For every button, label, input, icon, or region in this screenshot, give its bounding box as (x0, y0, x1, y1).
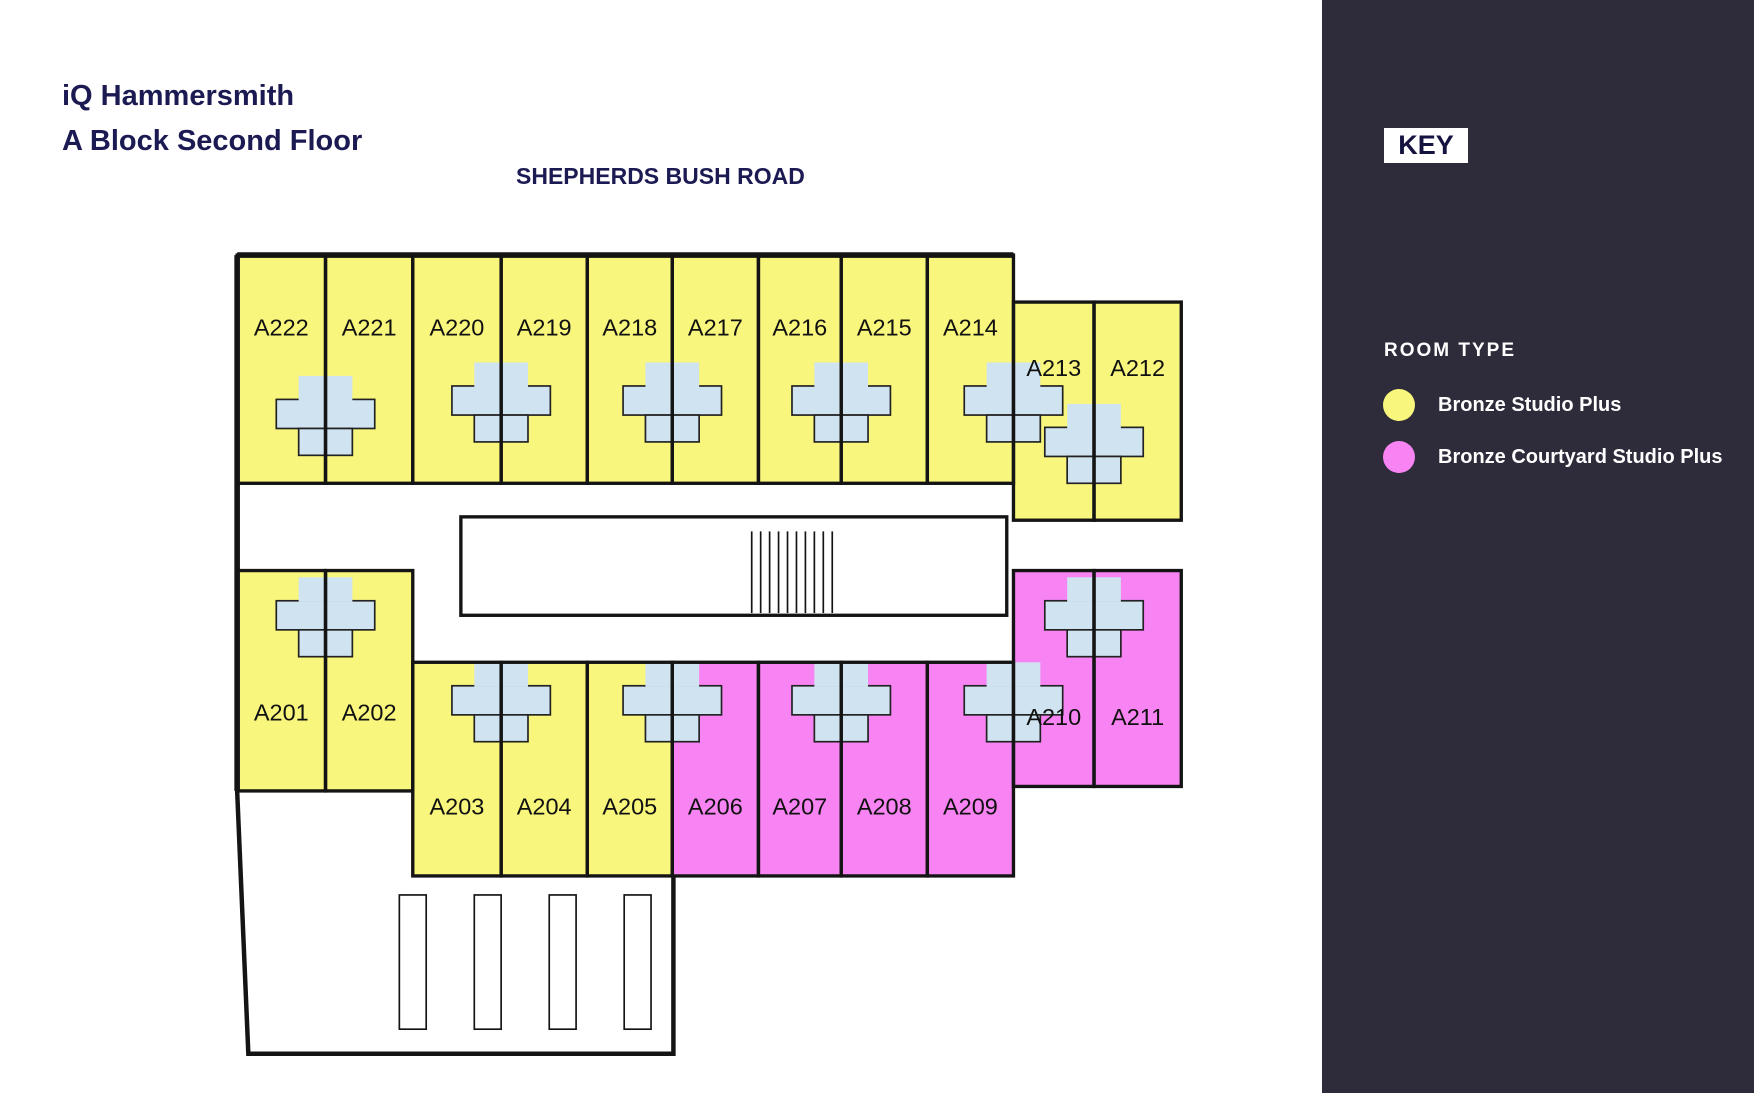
bike-rack (548, 894, 577, 1031)
room-label: A221 (342, 315, 397, 341)
room-label: A216 (772, 315, 827, 341)
room-label: A211 (1111, 704, 1164, 730)
room-label: A205 (602, 793, 657, 819)
legend-item-bronze-courtyard-studio-plus: Bronze Courtyard Studio Plus (1383, 441, 1722, 473)
room-label: A206 (688, 793, 743, 819)
bike-rack (398, 894, 428, 1031)
bike-rack (473, 894, 502, 1031)
room-label: A210 (1026, 704, 1081, 730)
key-panel: KEY ROOM TYPE Bronze Studio Plus Bronze … (1322, 0, 1754, 1093)
room-label: A203 (430, 793, 485, 819)
room-label: A222 (254, 315, 309, 341)
room-label: A213 (1026, 355, 1081, 381)
pink-dot-icon (1383, 441, 1415, 473)
room-label: A218 (602, 315, 657, 341)
legend-label: Bronze Studio Plus (1438, 393, 1622, 416)
street-label: SHEPHERDS BUSH ROAD (516, 163, 805, 189)
room-label: A209 (943, 793, 998, 819)
room-label: A207 (772, 793, 827, 819)
room-label: A217 (688, 315, 743, 341)
room-wall (1092, 568, 1183, 789)
floor-title: A Block Second Floor (62, 125, 363, 157)
bike-store-outline (234, 790, 676, 1057)
core-block (459, 515, 1009, 617)
key-heading: KEY (1384, 128, 1468, 163)
yellow-dot-icon (1383, 389, 1415, 421)
room-label: A212 (1110, 355, 1165, 381)
room-label: A219 (517, 315, 572, 341)
room-label: A208 (857, 793, 912, 819)
legend-item-bronze-studio-plus: Bronze Studio Plus (1383, 389, 1621, 421)
room-label: A215 (857, 315, 912, 341)
legend-label: Bronze Courtyard Studio Plus (1438, 445, 1723, 468)
room-label: A220 (430, 315, 485, 341)
room-label: A201 (254, 699, 309, 725)
room-wall (1092, 300, 1183, 522)
bike-rack (623, 894, 652, 1031)
building-title: iQ Hammersmith (62, 80, 295, 112)
room-type-heading: ROOM TYPE (1384, 340, 1517, 361)
room-label: A204 (517, 793, 572, 819)
room-label: A202 (342, 699, 397, 725)
room-label: A214 (943, 315, 998, 341)
